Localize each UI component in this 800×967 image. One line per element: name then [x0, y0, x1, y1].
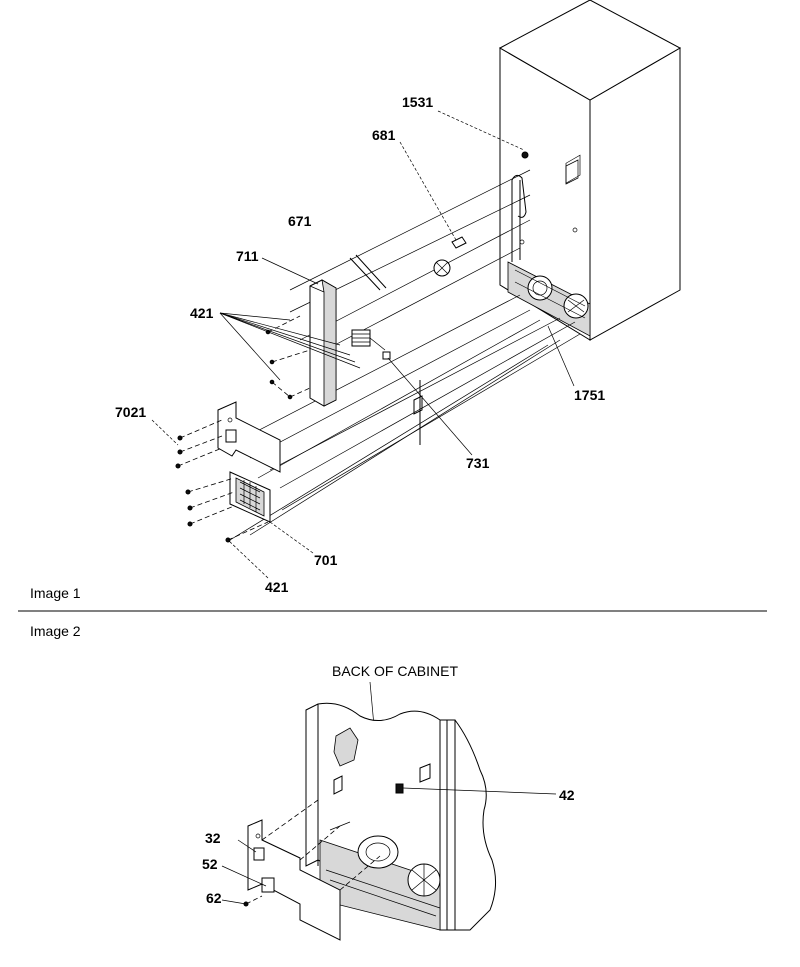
- screws-421-top: [219, 312, 361, 400]
- image-2-diagram: Image 2 BACK OF CABINET: [30, 623, 575, 941]
- callout-32: 32: [205, 830, 221, 846]
- side-panel-711: [309, 279, 337, 407]
- callout-42: 42: [559, 787, 575, 803]
- image-1-caption: Image 1: [30, 585, 81, 601]
- callout-731: 731: [466, 455, 490, 471]
- callout-671: 671: [288, 213, 312, 229]
- callout-711: 711: [236, 248, 259, 264]
- control-parts: [349, 236, 467, 445]
- refrigerator-cabinet: [498, 0, 682, 341]
- callout-52: 52: [202, 856, 218, 872]
- callout-421-top: 421: [190, 305, 214, 321]
- projection-lines: [229, 169, 581, 541]
- image-2-caption: Image 2: [30, 623, 81, 639]
- leader-lines: [151, 110, 575, 579]
- grille-701: [185, 471, 271, 543]
- callout-7021: 7021: [115, 404, 146, 420]
- callout-681: 681: [372, 127, 396, 143]
- callout-62: 62: [206, 890, 222, 906]
- back-of-cabinet-heading: BACK OF CABINET: [332, 663, 458, 679]
- callout-421-bottom: 421: [265, 579, 289, 595]
- callout-1531: 1531: [402, 94, 433, 110]
- callout-701: 701: [314, 552, 338, 568]
- image-1-diagram: 1531 681 671 711 421 7021 1751 731 701 4…: [30, 0, 682, 601]
- callout-1751: 1751: [574, 387, 605, 403]
- cabinet-back: [305, 702, 496, 931]
- bracket-7021: [175, 401, 281, 473]
